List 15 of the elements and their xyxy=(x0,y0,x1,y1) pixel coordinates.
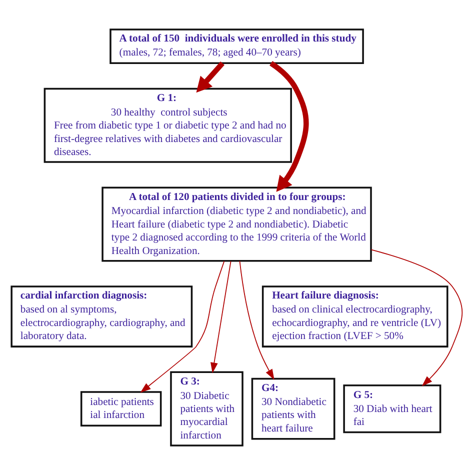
node-box: A total of 120 patients divided in to four groups: Myocardial infarction (diabetic type 2 and nondiabetic), and Heart failure (diabetic type 2 and nondiabetic). Diabetic type 2 diagnosed according to the 1999 criteria of the World Health Organization. xyxy=(102,186,372,262)
node-box: iabetic patients ial infarction xyxy=(80,390,162,426)
arrow xyxy=(196,60,224,92)
arrow xyxy=(140,260,225,392)
arrow xyxy=(210,260,232,373)
arrow xyxy=(270,60,309,192)
node-box: G 5: 30 Diab with heart fai xyxy=(343,384,442,433)
node-box: G 1: 30 healthy control subjects Free from diabetic type 1 or diabetic type 2 and had no first-degree relatives with diabetes and cardiovascular diseases. xyxy=(44,87,292,162)
node-box: G 3: 30 Diabetic patients with myocardial infarction xyxy=(170,370,244,446)
node-box: G4: 30 Nondiabetic patients with heart failure xyxy=(251,377,336,440)
arrow xyxy=(239,260,274,380)
arrow xyxy=(370,248,463,386)
node-box: cardial infarction diagnosis: based on al symptoms, electrocardiography, cardiography, and laboratory data. xyxy=(10,285,193,347)
node-box: A total of 150 individuals were enrolled in this study (males, 72; females, 78; aged 40–70 years) xyxy=(110,28,364,64)
node-box: Heart failure diagnosis: based on clinical electrocardiography, echocardiography, and re ventricle (LV) ejection fraction (LVEF > 50% xyxy=(262,285,448,347)
